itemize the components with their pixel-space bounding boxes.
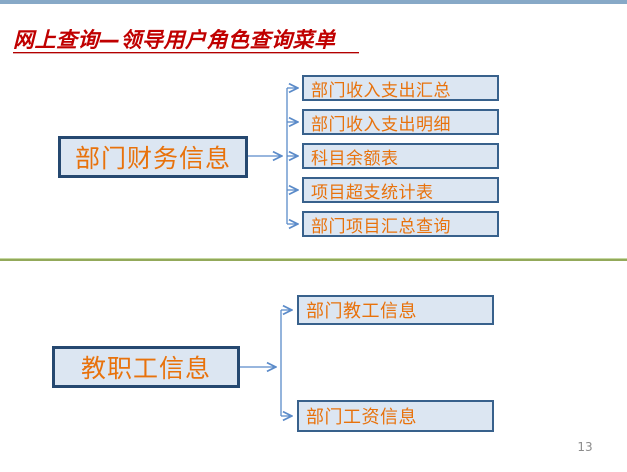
slide-title-underline bbox=[13, 52, 359, 54]
diagram-node-staff-child-1: 部门教工信息 bbox=[297, 295, 494, 325]
diagram-node-finance-child-2: 部门收入支出明细 bbox=[302, 109, 499, 135]
slide-top-accent-bar bbox=[0, 0, 627, 4]
diagram-node-finance-child-4: 项目超支统计表 bbox=[302, 177, 499, 203]
slide-title: 网上查询—领导用户角色查询菜单 bbox=[13, 28, 336, 52]
diagram-node-finance-child-1: 部门收入支出汇总 bbox=[302, 75, 499, 101]
section-divider-line bbox=[0, 258, 627, 261]
diagram-node-staff-parent: 教职工信息 bbox=[52, 346, 240, 388]
diagram-node-staff-child-2: 部门工资信息 bbox=[297, 400, 494, 432]
page-number: 13 bbox=[577, 440, 593, 454]
diagram-node-finance-child-3: 科目余额表 bbox=[302, 143, 499, 169]
diagram-node-finance-child-5: 部门项目汇总查询 bbox=[302, 211, 499, 237]
diagram-node-finance-parent: 部门财务信息 bbox=[58, 136, 248, 178]
